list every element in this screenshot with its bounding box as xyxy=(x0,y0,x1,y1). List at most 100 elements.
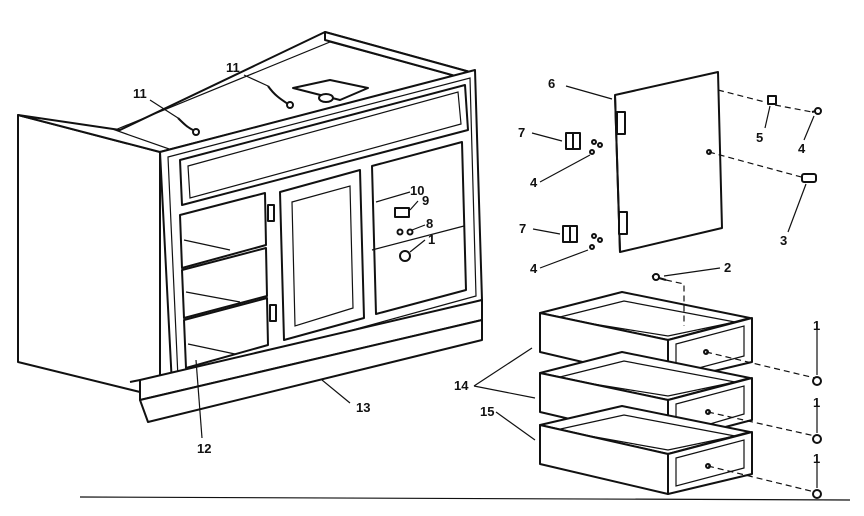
drawer-opening-bottom xyxy=(183,297,269,369)
callout-7-bottom: 7 xyxy=(519,221,526,236)
callout-6: 6 xyxy=(548,76,555,91)
pull-leader xyxy=(707,411,816,437)
drawer-slide xyxy=(187,343,236,355)
bumper-leader xyxy=(717,89,766,103)
interior-shelf-line xyxy=(371,225,465,251)
callout-4-bottom: 4 xyxy=(530,261,538,276)
drawer-pull xyxy=(812,489,822,499)
leader-9 xyxy=(409,200,419,211)
callout-labels: 11 11 10 9 8 1 12 13 6 7 4 7 4 5 4 3 2 1… xyxy=(133,60,820,466)
screw-head xyxy=(286,101,294,109)
callout-10: 10 xyxy=(410,183,424,198)
leader-4b xyxy=(539,249,589,269)
leader-3 xyxy=(787,183,807,233)
door-catch xyxy=(394,207,410,218)
pull-leader xyxy=(707,465,816,493)
leader-7b xyxy=(532,228,561,235)
leader-10 xyxy=(375,191,411,203)
callout-4-top: 4 xyxy=(530,175,538,190)
leader-15 xyxy=(495,411,536,441)
leader-11a xyxy=(149,99,179,119)
leader-6 xyxy=(565,85,613,100)
callout-1-drawer-bottom: 1 xyxy=(813,451,820,466)
false-front-panel xyxy=(179,84,469,206)
leader-2 xyxy=(663,267,721,277)
knob-leader xyxy=(708,151,806,179)
false-front-inner xyxy=(187,91,462,199)
door-knob xyxy=(801,173,817,183)
leader-12 xyxy=(195,359,203,439)
leader-14-lower xyxy=(473,385,536,399)
callout-1-drawer-middle: 1 xyxy=(813,395,820,410)
sink-drain xyxy=(318,93,334,103)
drawer-pull xyxy=(812,434,822,444)
cabinet-door xyxy=(279,169,365,341)
exploded-door xyxy=(562,71,822,253)
pull-leader xyxy=(705,351,816,379)
door-hinge xyxy=(269,304,277,322)
callout-7-top: 7 xyxy=(518,125,525,140)
cabinet-hardware xyxy=(177,85,414,262)
toe-kick xyxy=(139,319,483,423)
leader-5 xyxy=(764,105,771,129)
screw-11-right xyxy=(267,85,289,105)
bumper-pad xyxy=(767,95,777,105)
leader-1a xyxy=(409,239,426,253)
cabinet-door-panel xyxy=(291,185,354,327)
callout-3: 3 xyxy=(780,233,787,248)
drawer-opening-top xyxy=(179,192,267,269)
catch-screw xyxy=(406,228,414,236)
leader-4a xyxy=(539,154,591,183)
callout-5: 5 xyxy=(756,130,763,145)
catch-screw xyxy=(396,228,404,236)
drawer-slide xyxy=(185,291,241,303)
drawer-bottom xyxy=(539,405,816,495)
hinge-screw xyxy=(591,233,597,239)
door-panel xyxy=(614,71,723,253)
floor-line xyxy=(79,496,851,501)
bumper-leader-2 xyxy=(774,104,813,113)
leader-14-upper xyxy=(473,347,533,387)
callout-4-right: 4 xyxy=(798,141,806,156)
drawer-slide xyxy=(183,239,231,251)
callout-9: 9 xyxy=(422,193,429,208)
hinge-screw xyxy=(591,139,597,145)
drawer-bottom-front xyxy=(667,431,753,495)
door-hinge-slot-top xyxy=(616,111,626,135)
cabinet-left-side-panel xyxy=(17,114,161,396)
hinge-screw xyxy=(597,142,603,148)
callout-15: 15 xyxy=(480,404,494,419)
callout-1-cabinet: 1 xyxy=(428,232,435,247)
hinge-screw xyxy=(589,244,595,250)
door-hinge xyxy=(267,204,275,222)
callout-2: 2 xyxy=(724,260,731,275)
drawer-opening-middle xyxy=(181,247,268,319)
leader-11b xyxy=(243,74,269,87)
hinge-screw xyxy=(589,149,595,155)
door-knob xyxy=(399,250,411,262)
callout-11-left: 11 xyxy=(133,86,147,101)
callout-13: 13 xyxy=(356,400,370,415)
exploded-drawers xyxy=(539,273,822,499)
callout-11-right: 11 xyxy=(226,60,240,75)
callout-12: 12 xyxy=(197,441,211,456)
leader-8 xyxy=(411,224,426,231)
screw-head xyxy=(192,128,200,136)
drawer-pull xyxy=(812,376,822,386)
callout-14: 14 xyxy=(454,378,469,393)
cabinet-body xyxy=(17,31,483,423)
callout-8: 8 xyxy=(426,216,433,231)
screw-head xyxy=(814,107,822,115)
face-frame-inner xyxy=(167,77,477,379)
hinge-screw xyxy=(597,237,603,243)
callout-leaders xyxy=(149,74,818,488)
cabinet-right-opening xyxy=(371,141,467,315)
base-edge xyxy=(129,379,141,383)
screw-head xyxy=(652,273,660,281)
leader-7a xyxy=(531,132,563,142)
leader-13 xyxy=(321,379,351,404)
door-hinge-slot-bottom xyxy=(618,211,628,235)
drawer-bottom-front-panel xyxy=(675,439,745,487)
leader-4c xyxy=(803,115,815,141)
